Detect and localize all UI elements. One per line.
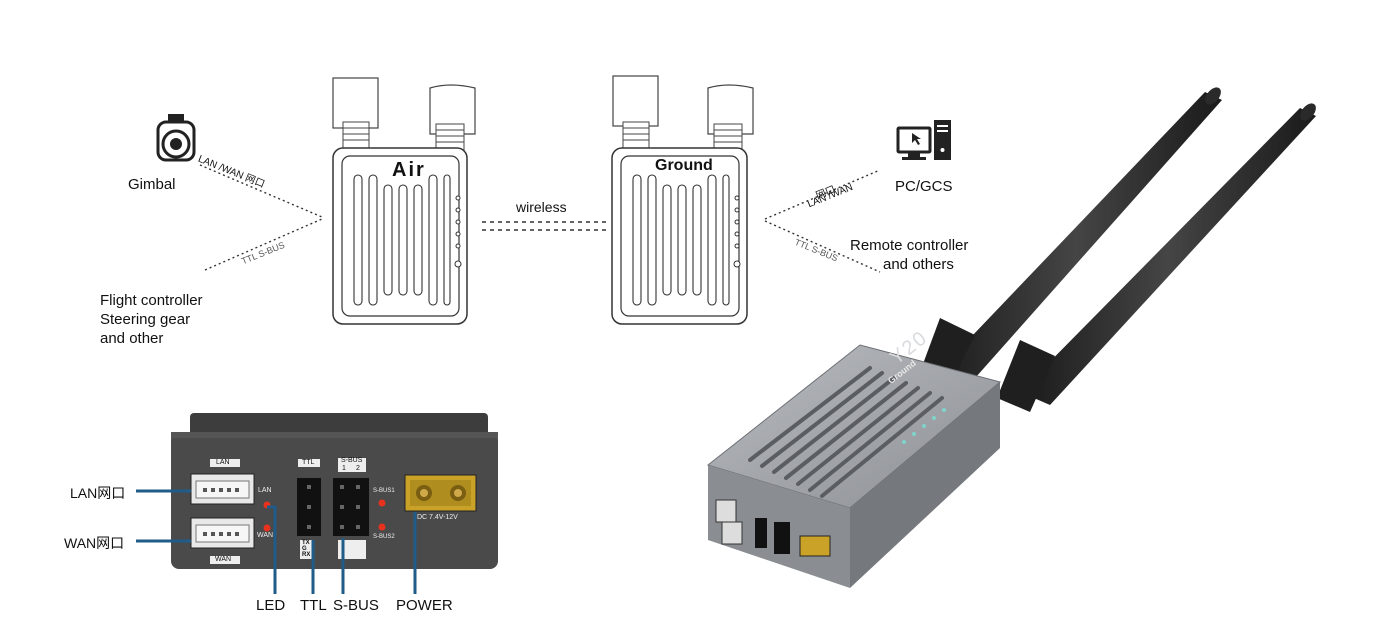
right-link-lines — [764, 169, 881, 273]
callout-lan-label: LAN网口 — [70, 485, 126, 501]
sbus-connector — [333, 478, 369, 536]
gimbal-label: Gimbal — [128, 176, 176, 193]
callout-ttl-label: TTL — [300, 597, 327, 614]
lan-port-label: LAN — [216, 459, 230, 466]
ttl-pin-g: G — [302, 546, 307, 552]
air-module — [332, 77, 476, 325]
device-power-port — [799, 535, 831, 557]
power-spec-label: DC 7.4V-12V — [417, 514, 458, 521]
wan-led-label: WAN — [257, 532, 274, 539]
flight-line-2: Steering gear — [100, 311, 191, 328]
lan-port — [190, 473, 255, 505]
device-eth-port-1 — [715, 499, 737, 523]
callout-wan-label: WAN网口 — [64, 535, 125, 551]
left-link-lines — [199, 164, 323, 271]
sbus-num-2: 2 — [356, 465, 360, 472]
sbus1-led — [378, 499, 386, 507]
ttl-header-label: TTL — [302, 459, 315, 466]
device-ttl-port — [755, 518, 767, 548]
wan-port-label: WAN — [215, 556, 232, 563]
pc-gcs-label: PC/GCS — [895, 178, 953, 195]
remote-controller-label: Remote controller and others — [850, 236, 968, 274]
device-eth-port-2 — [721, 521, 743, 545]
ground-label: Ground — [655, 157, 713, 174]
antenna-right — [997, 103, 1316, 412]
lan-port-label-plate — [210, 459, 240, 467]
ground-module — [611, 75, 754, 325]
remote-line-2: and others — [883, 256, 954, 273]
callout-lines — [136, 489, 417, 594]
ttl-pin-tx: TX — [302, 540, 310, 546]
ttl-pin-labels: TX G RX — [302, 540, 310, 558]
ttl-pin-rx: RX — [302, 552, 311, 558]
device-sbus-port — [774, 522, 790, 554]
air-label: Air — [392, 159, 426, 181]
gimbal-icon — [156, 114, 196, 162]
wireless-label: wireless — [516, 199, 567, 215]
flight-line-3: and other — [100, 330, 164, 347]
flight-controller-label: Flight controller Steering gear and othe… — [100, 291, 203, 348]
sbus2-led — [378, 523, 386, 531]
callout-power-label: POWER — [396, 597, 453, 614]
sbus1-led-label: S-BUS1 — [373, 488, 395, 494]
wan-led — [263, 524, 271, 532]
sbus2-led-label: S-BUS2 — [373, 534, 395, 540]
sbus-num-1: 1 — [342, 465, 346, 472]
remote-line-1: Remote controller — [850, 237, 969, 254]
lan-led-label: LAN — [258, 487, 272, 494]
wan-port-label-plate — [210, 556, 240, 564]
pc-icon — [896, 120, 951, 160]
wan-port — [190, 517, 255, 549]
callout-sbus-label: S-BUS — [333, 597, 379, 614]
sbus-header-label: S-BUS — [341, 457, 363, 464]
power-connector — [404, 474, 477, 512]
flight-line-1: Flight controller — [100, 292, 203, 309]
device-body — [706, 344, 1002, 588]
callout-led-label: LED — [256, 597, 286, 614]
